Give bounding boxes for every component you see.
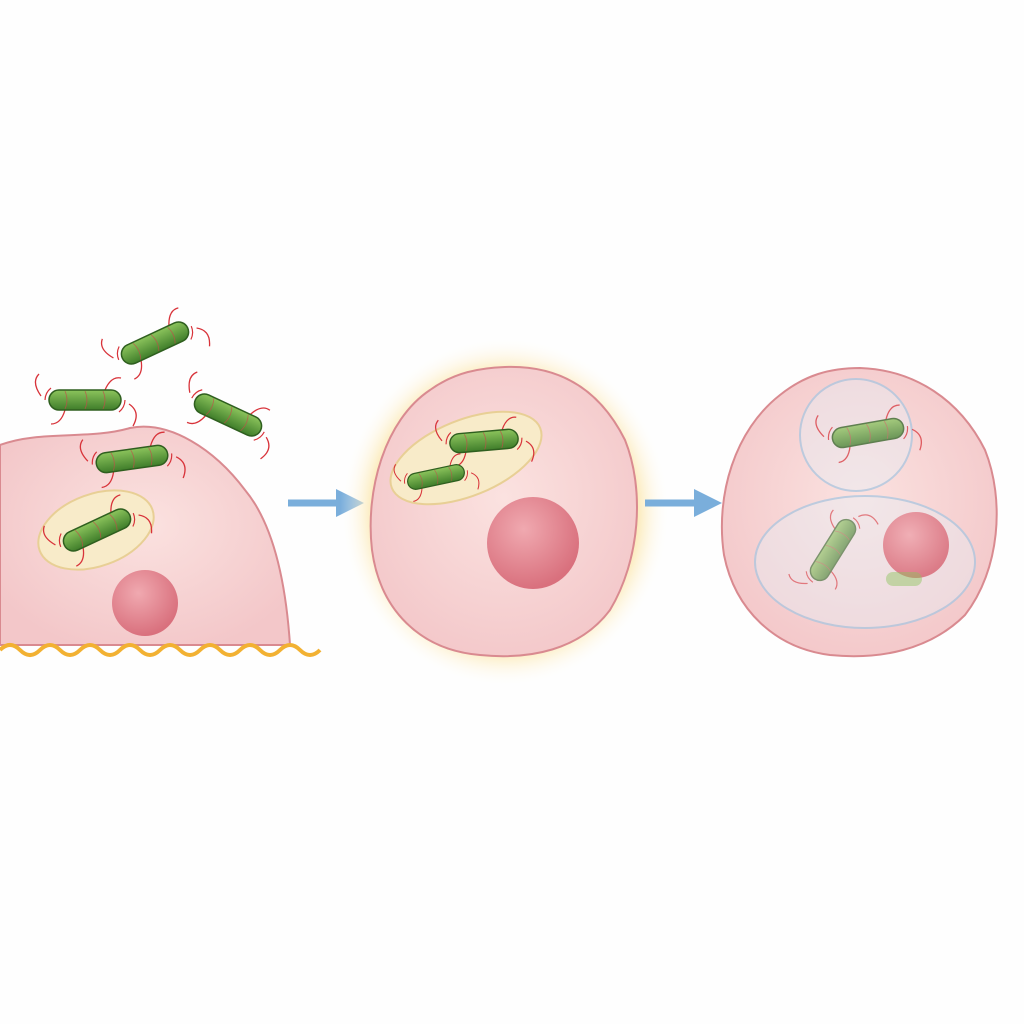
stage-1-bacteria-adhesion [0,297,322,657]
bacterium-icon [98,297,214,389]
bacterium-fragment [886,572,922,586]
nucleus [883,512,949,578]
stage-3-phagolysosome [720,366,998,658]
bacterium-icon [34,373,137,427]
host-cell [720,366,998,658]
membrane-wave [0,643,322,657]
nucleus [487,497,579,589]
nucleus [112,570,178,636]
stage-2-phagosome [340,337,670,687]
